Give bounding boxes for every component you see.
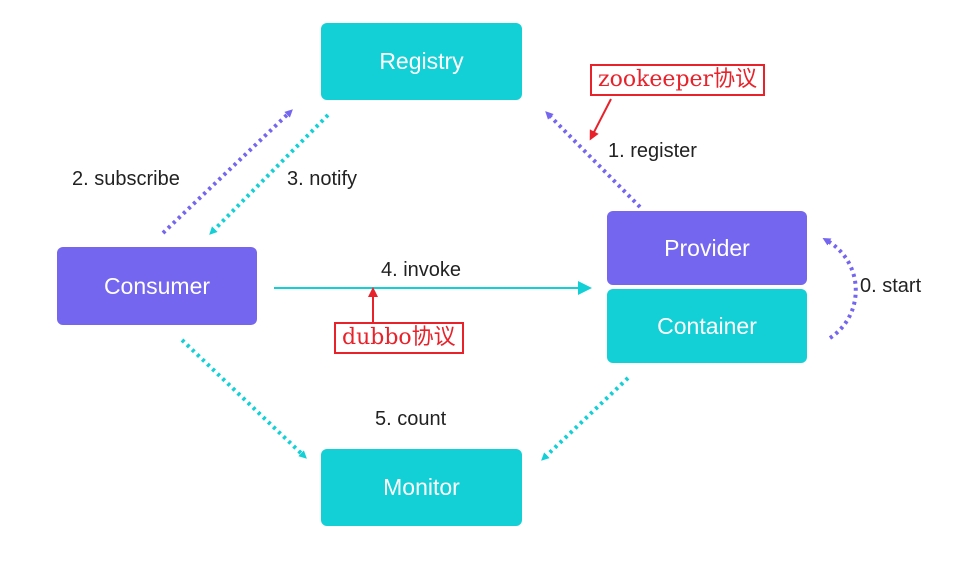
subscribe-arrow [161,109,293,235]
container-count-arrow [541,376,630,461]
invoke-label: 4. invoke [381,259,462,281]
subscribe-label: 2. subscribe [72,168,180,190]
start-arrow [822,238,858,340]
register-arrow [545,111,642,209]
consumer-node: Consumer [57,247,257,325]
dubbo-protocol-annotation: dubbo协议 [334,322,464,354]
zookeeper-pointer-arrow [589,98,612,141]
provider-node: Provider [607,211,807,285]
count-label: 5. count [375,408,447,430]
monitor-node: Monitor [321,449,522,526]
registry-node: Registry [321,23,522,100]
container-node: Container [607,289,807,363]
notify-label: 3. notify [287,168,358,190]
consumer-count-arrow [180,338,307,459]
register-label: 1. register [608,140,697,162]
start-label: 0. start [860,275,922,297]
zookeeper-protocol-annotation: zookeeper协议 [590,64,766,96]
